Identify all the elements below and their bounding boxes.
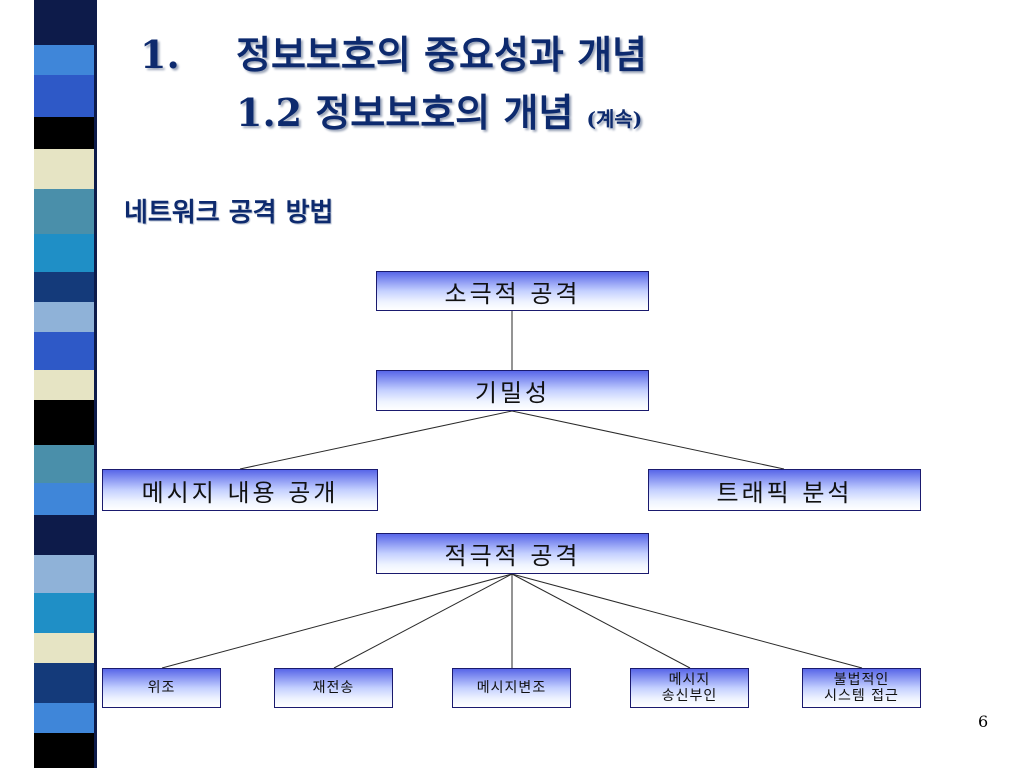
node-traffic-analysis: 트래픽 분석 — [648, 469, 921, 511]
connector-active-to-access — [511, 573, 863, 669]
node-replay: 재전송 — [274, 668, 393, 708]
strip-block — [34, 445, 94, 483]
strip-block — [34, 633, 94, 663]
node-message-modification-label: 메시지변조 — [476, 680, 547, 696]
node-repudiation-label-line2: 송신부인 — [661, 688, 718, 704]
node-passive-attack-label: 소극적 공격 — [444, 279, 581, 308]
connector-active-to-replay — [333, 573, 513, 669]
strip-block — [34, 593, 94, 633]
title-section-text: 정보보호의 중요성과 개념 — [236, 32, 648, 77]
node-forgery-label: 위조 — [147, 680, 176, 696]
strip-block — [34, 189, 94, 234]
node-confidentiality: 기밀성 — [376, 370, 649, 411]
page-number: 6 — [978, 712, 989, 731]
connector-active-to-forgery — [161, 573, 513, 669]
decorative-side-strip — [34, 0, 97, 768]
strip-block — [34, 733, 94, 768]
node-active-attack: 적극적 공격 — [376, 533, 649, 574]
title-line-2: 1.2 정보보호의 개념 (계속) — [140, 84, 647, 148]
strip-block — [34, 332, 94, 370]
title-subsection-text: 1.2 정보보호의 개념 — [236, 90, 574, 135]
connector-confidentiality-to-traffic — [511, 410, 785, 470]
title-line-1: 1. 정보보호의 중요성과 개념 — [140, 26, 647, 84]
strip-edge — [94, 0, 97, 768]
strip-block — [34, 515, 94, 555]
strip-block — [34, 149, 94, 189]
section-heading: 네트워크 공격 방법 — [124, 198, 334, 228]
node-confidentiality-label: 기밀성 — [474, 379, 551, 407]
connector-active-to-repudiation — [511, 573, 691, 669]
strip-block — [34, 555, 94, 593]
node-unauthorized-access-label-line2: 시스템 접근 — [824, 688, 899, 704]
node-replay-label: 재전송 — [312, 680, 355, 696]
slide-title: 1. 정보보호의 중요성과 개념 1.2 정보보호의 개념 (계속) — [140, 26, 647, 148]
node-repudiation-label-line1: 메시지 — [668, 672, 711, 688]
strip-block — [34, 400, 94, 445]
node-traffic-analysis-label: 트래픽 분석 — [716, 478, 853, 507]
strip-block — [34, 234, 94, 272]
strip-block — [34, 0, 94, 45]
node-unauthorized-access-label-line1: 불법적인 — [833, 672, 890, 688]
strip-block — [34, 117, 94, 149]
strip-block — [34, 45, 94, 75]
node-passive-attack: 소극적 공격 — [376, 271, 649, 311]
strip-block — [34, 75, 94, 117]
title-continued-label: (계속) — [586, 107, 643, 131]
strip-block — [34, 302, 94, 332]
node-repudiation: 메시지 송신부인 — [630, 668, 749, 708]
node-active-attack-label: 적극적 공격 — [444, 542, 581, 570]
node-message-disclosure: 메시지 내용 공개 — [102, 469, 378, 511]
title-section-number: 1. — [140, 32, 180, 77]
node-message-modification: 메시지변조 — [452, 668, 571, 708]
node-message-disclosure-label: 메시지 내용 공개 — [141, 478, 339, 507]
strip-block — [34, 663, 94, 703]
strip-block — [34, 483, 94, 515]
strip-block — [34, 370, 94, 400]
node-unauthorized-access: 불법적인 시스템 접근 — [802, 668, 921, 708]
strip-block — [34, 272, 94, 302]
strip-block — [34, 703, 94, 733]
node-forgery: 위조 — [102, 668, 221, 708]
connector-confidentiality-to-disclosure — [239, 410, 513, 470]
